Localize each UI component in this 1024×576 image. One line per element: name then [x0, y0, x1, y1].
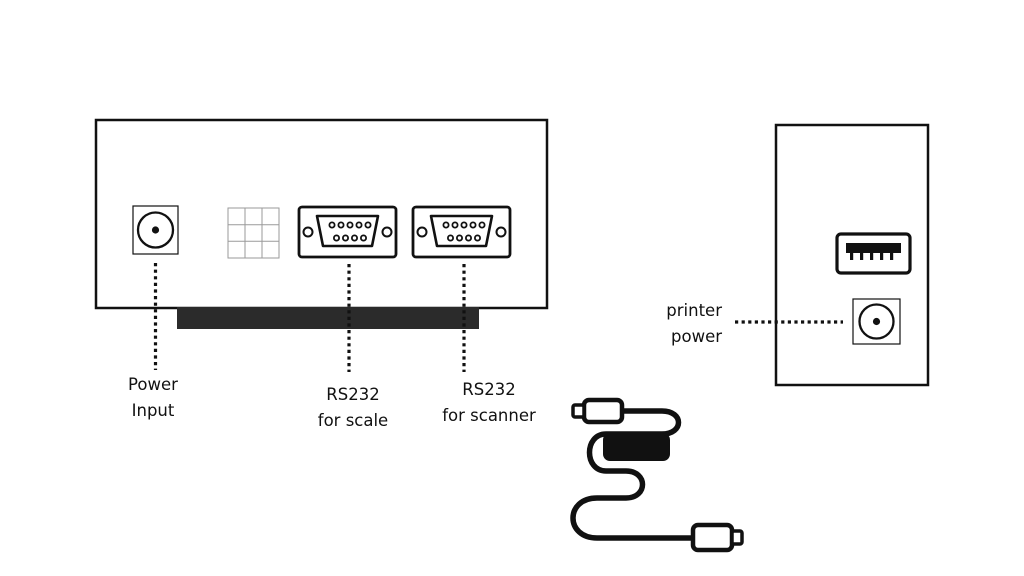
db9-serial-port-icon	[411, 205, 512, 259]
usb-cable-icon	[570, 397, 744, 553]
label-rs232-scanner: RS232 for scanner	[424, 377, 554, 429]
db9-serial-port-icon	[297, 205, 398, 259]
grid-port-icon	[227, 207, 280, 259]
label-rs232-scanner-line2: for scanner	[442, 406, 536, 425]
label-printer-power-line2: power	[671, 327, 722, 346]
usb-port-icon	[835, 232, 912, 275]
label-power-input-line2: Input	[131, 401, 175, 420]
label-power-input-line1: Power	[128, 375, 178, 394]
main-device	[94, 118, 549, 372]
leader-lines	[153, 263, 466, 372]
label-power-input: Power Input	[103, 372, 203, 424]
label-printer-power-line1: printer	[666, 301, 722, 320]
dc-power-jack-icon	[132, 205, 179, 255]
label-rs232-scale-line1: RS232	[326, 385, 380, 404]
label-rs232-scale-line2: for scale	[317, 411, 389, 430]
main-device-base-strip	[177, 307, 479, 329]
label-printer-power: printer power	[630, 298, 722, 350]
dc-power-jack-icon	[852, 298, 901, 345]
printer-device	[735, 123, 930, 387]
label-rs232-scale: RS232 for scale	[293, 382, 413, 434]
label-rs232-scanner-line1: RS232	[462, 380, 516, 399]
